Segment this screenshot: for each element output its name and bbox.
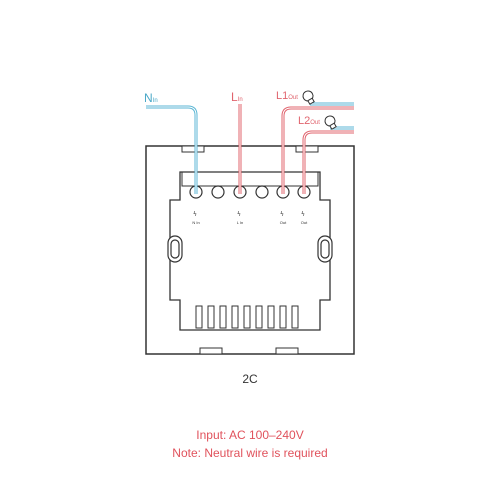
svg-text:ϟ: ϟ	[193, 211, 197, 218]
terminal-block	[181, 172, 319, 187]
bulb-icon	[302, 90, 315, 105]
mounting-slot-right	[317, 235, 333, 263]
model-label: 2C	[242, 372, 258, 386]
neutral-wire-note: Note: Neutral wire is required	[172, 446, 328, 460]
cooling-fins	[195, 305, 299, 329]
svg-text:ϟ: ϟ	[301, 211, 305, 218]
svg-text:ϟ: ϟ	[280, 211, 284, 218]
plate-notch	[275, 347, 299, 355]
plate-notch	[295, 145, 319, 153]
terminal-symbols: ϟ ϟ ϟ ϟ	[193, 211, 305, 218]
terminal-label-out1: Out	[279, 220, 287, 225]
switch-module-body	[169, 171, 331, 331]
input-voltage-note: Input: AC 100–240V	[196, 428, 304, 442]
plate-notch	[199, 347, 223, 355]
bulb-icon	[324, 115, 337, 130]
terminal-label-l: L In	[236, 220, 244, 225]
plate-notch	[181, 145, 205, 153]
svg-text:ϟ: ϟ	[237, 211, 241, 218]
neutral-in-label: NIn	[144, 91, 158, 105]
live-in-label: LIn	[231, 90, 243, 104]
mounting-slot-left	[167, 235, 183, 263]
l2-out-label: L2Out	[298, 115, 320, 127]
l1-out-label: L1Out	[276, 90, 298, 102]
terminal-label-n: N In	[192, 220, 200, 225]
terminal-label-out2: Out	[300, 220, 308, 225]
